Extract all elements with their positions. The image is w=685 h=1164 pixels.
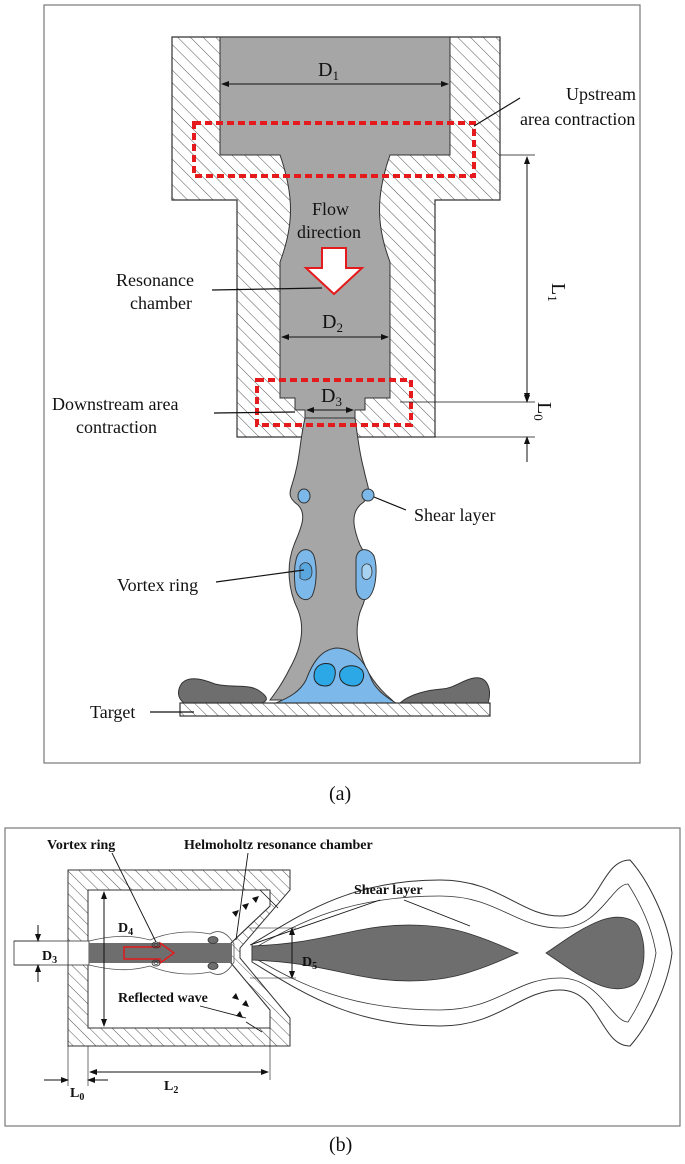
d5-label: D5 [302,955,317,972]
upstream-label-1: Upstream [566,84,636,104]
jet-core-2 [545,916,645,990]
vortex-ring-label-b: Vortex ring [47,838,115,853]
panel-a: D1 D2 D3 L1 L0 Upstream area contraction… [43,4,641,805]
flow-arrow-icon [303,247,365,296]
inlet-channel [67,940,90,966]
upstream-contraction-box [192,121,476,178]
target-label: Target [90,702,135,722]
d2-label: D2 [322,311,343,335]
shear-leader-2 [403,899,471,927]
caption-a: (a) [329,783,351,805]
d3-label: D3 [321,385,342,409]
vortex-ring-right-core [361,563,373,580]
resonance-label-1: Resonance [116,270,194,290]
downstream-label-2: contraction [76,417,157,437]
shear-blob-right [361,488,375,502]
reflected-wave-leader [199,1005,247,1019]
wave-tick-1 [259,889,279,909]
helmholtz-leader [235,852,249,941]
vortex-ring-leader [215,569,305,583]
impingement-zone [275,647,398,704]
reflected-wave-label: Reflected wave [118,991,208,1006]
free-jet-inner-envelope [257,883,657,1023]
target-plate [179,702,491,717]
downstream-contraction-box [255,378,413,427]
shear-layer-leader [373,496,407,511]
vortex-core-left [313,663,336,687]
l1-label: L1 [545,283,569,302]
inlet-stub [13,940,69,966]
l0b-label: L0 [70,1086,84,1103]
reflected-wave-triangles [232,896,259,1018]
vortex-core-right [339,665,365,687]
splash-right [398,677,490,704]
panel-b: D5 D3 D4 L0 L2 Vortex ring [4,827,681,1156]
wave-tick-2 [245,1021,263,1033]
splash-left [178,678,267,704]
vortex-ring-label: Vortex ring [117,575,198,595]
helmholtz-label: Helmoholtz resonance chamber [184,838,373,853]
vortex-swirls [151,936,219,970]
shear-layer-label-b: Shear layer [354,883,423,898]
upstream-leader [473,97,521,127]
l2-label: L2 [164,1079,178,1096]
resonance-label-2: chamber [130,293,192,313]
l0-label: L0 [531,402,555,421]
vortex-ring-left-core [299,562,313,581]
shear-layer-label: Shear layer [414,505,495,525]
d4-label: D4 [118,921,133,938]
vortex-ring-leader-b [111,852,157,943]
flow-label-1: Flow [312,199,349,219]
shear-leader-1 [249,899,381,946]
flow-label-2: direction [297,222,361,242]
downstream-leader [213,411,296,414]
chamber-shear-envelope [88,931,235,975]
d3b-label: D3 [42,949,57,966]
resonance-leader [211,287,323,291]
d1-label: D1 [318,59,339,83]
downstream-label-1: Downstream area [52,394,178,414]
shear-blob-left [297,488,311,504]
caption-b: (b) [329,1134,352,1156]
upstream-label-2: area contraction [520,109,635,129]
jet-core-1 [251,924,520,982]
